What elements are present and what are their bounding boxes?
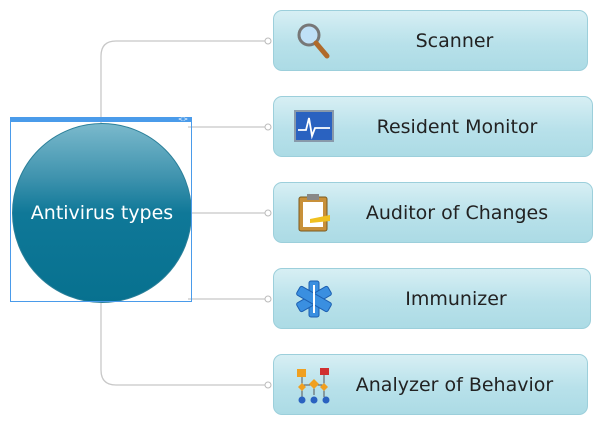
topic-label: Immunizer bbox=[405, 287, 507, 310]
topic-resident-monitor[interactable]: Resident Monitor bbox=[273, 96, 593, 157]
topic-label: Auditor of Changes bbox=[365, 201, 549, 224]
connector-node bbox=[264, 209, 272, 217]
monitor-icon bbox=[292, 105, 336, 149]
connector-analyzer bbox=[100, 303, 268, 386]
connector-node bbox=[264, 295, 272, 303]
connector-node bbox=[264, 37, 272, 45]
topic-analyzer-of-behavior[interactable]: Analyzer of Behavior bbox=[273, 354, 588, 415]
clipboard-icon bbox=[292, 191, 336, 235]
flowchart-icon bbox=[292, 363, 336, 407]
topic-label: Resident Monitor bbox=[376, 115, 538, 138]
central-topic-label: Antivirus types bbox=[30, 202, 174, 224]
topic-label: Analyzer of Behavior bbox=[355, 373, 554, 396]
connector-node bbox=[264, 381, 272, 389]
topic-label: Scanner bbox=[415, 29, 494, 52]
topic-scanner[interactable]: Scanner bbox=[273, 10, 588, 71]
central-topic[interactable]: Antivirus types bbox=[12, 123, 192, 303]
medical-star-icon bbox=[292, 277, 336, 321]
connector-node bbox=[264, 123, 272, 131]
resize-handle-icon[interactable]: <> bbox=[177, 116, 188, 123]
selection-frame[interactable]: <> bbox=[10, 117, 192, 302]
topic-immunizer[interactable]: Immunizer bbox=[273, 268, 591, 329]
selection-bar bbox=[11, 118, 191, 122]
magnifier-icon bbox=[292, 19, 336, 63]
connector-scanner bbox=[100, 40, 268, 123]
topic-auditor-of-changes[interactable]: Auditor of Changes bbox=[273, 182, 593, 243]
